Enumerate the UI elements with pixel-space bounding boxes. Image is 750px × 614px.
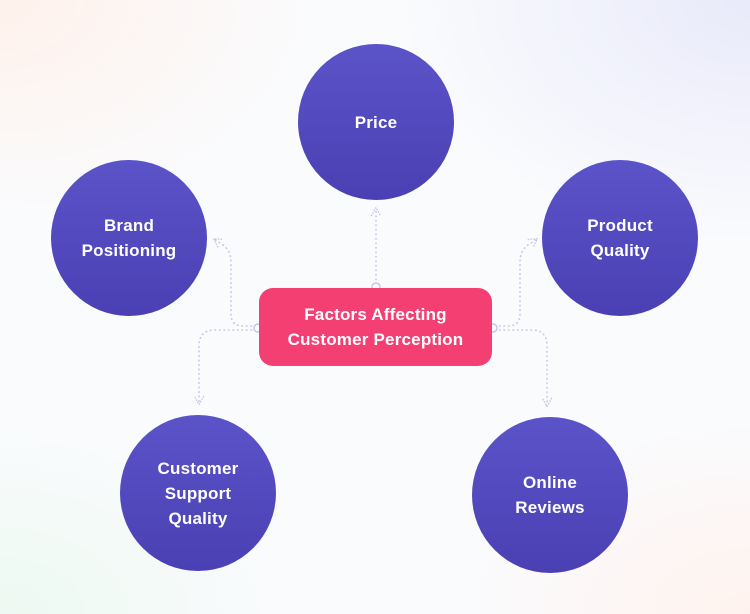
node-price-label-line: Price: [354, 112, 398, 132]
node-customer-support-quality-label-line: Customer: [157, 458, 239, 478]
node-product-quality[interactable]: Product Quality: [542, 160, 698, 316]
node-brand-positioning-label-line: Brand: [103, 216, 155, 235]
node-price[interactable]: Price: [298, 44, 454, 200]
node-customer-support-quality-label-line: Quality: [168, 508, 228, 528]
node-product-quality-label-line: Product: [587, 216, 653, 235]
center-node-factors[interactable]: Factors Affecting Customer Perception: [259, 288, 492, 366]
node-online-reviews-label-line: Online: [522, 473, 578, 492]
node-product-quality-label-line: Quality: [590, 241, 650, 260]
node-brand-positioning-label: Brand Positioning: [82, 213, 177, 263]
node-online-reviews-label: Online Reviews: [515, 470, 584, 520]
node-customer-support-quality-label: Customer Support Quality: [158, 456, 239, 531]
connector-center-to-brand-positioning: [214, 239, 257, 327]
node-customer-support-quality-label-line: Support: [164, 483, 232, 503]
center-node-label-line: Customer Perception: [287, 330, 464, 349]
center-node-label-line: Factors Affecting: [304, 305, 447, 324]
node-price-label: Price: [355, 110, 398, 135]
node-customer-support-quality[interactable]: Customer Support Quality: [120, 415, 276, 571]
node-online-reviews[interactable]: Online Reviews: [472, 417, 628, 573]
node-brand-positioning[interactable]: Brand Positioning: [51, 160, 207, 316]
connector-center-to-customer-support-quality: [199, 329, 257, 404]
connector-center-to-online-reviews: [494, 329, 547, 406]
connector-center-to-product-quality: [494, 239, 537, 327]
center-node-label: Factors Affecting Customer Perception: [288, 302, 464, 352]
node-brand-positioning-label-line: Positioning: [81, 241, 177, 260]
node-online-reviews-label-line: Reviews: [515, 498, 585, 517]
node-product-quality-label: Product Quality: [587, 213, 653, 263]
